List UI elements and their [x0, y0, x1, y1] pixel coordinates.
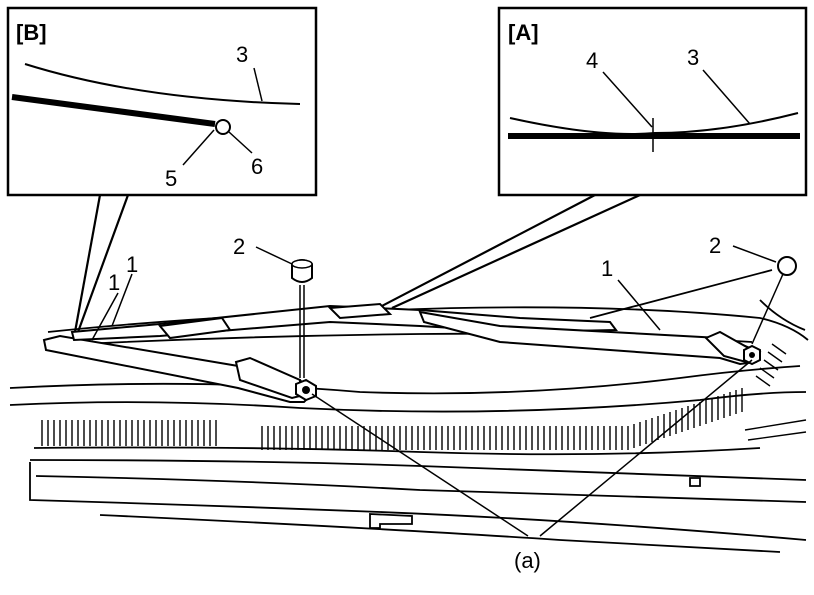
left-cap	[291, 259, 313, 378]
callout-a-nuts: (a)	[514, 548, 541, 573]
cowl-vents-right	[744, 343, 807, 441]
inset-b-blade-curve	[24, 63, 301, 105]
left-wiper-blade	[70, 302, 618, 342]
callout-1-right-arm: 1	[601, 256, 613, 281]
inset-a-callout-4: 4	[586, 48, 598, 73]
inset-b-tag: [B]	[16, 20, 47, 45]
cowl-panel	[9, 365, 807, 553]
inset-b-leader-5	[182, 129, 215, 166]
inset-b-pointer	[73, 194, 130, 333]
left-wiper-arm	[42, 334, 314, 403]
callout-2-right-cap: 2	[709, 233, 721, 258]
callout-1-left-blade: 1	[126, 252, 138, 277]
inset-b-callout-3: 3	[236, 42, 248, 67]
inset-b-point-circle	[215, 119, 231, 135]
inset-a: [A] 4 3	[497, 6, 808, 197]
inset-b-callout-6: 6	[251, 154, 263, 179]
inset-b: [B] 3 5 6	[6, 6, 318, 197]
inset-a-callout-3: 3	[687, 45, 699, 70]
inset-b-leader-3	[253, 67, 263, 102]
inset-b-leader-6	[228, 131, 253, 154]
inset-a-frame	[497, 6, 808, 197]
right-cap	[751, 256, 797, 345]
main-leaders	[91, 245, 777, 537]
callout-1-left-arm: 1	[108, 270, 120, 295]
inset-b-callout-5: 5	[165, 166, 177, 191]
inset-a-tag: [A]	[508, 20, 539, 45]
cowl-vents-left	[41, 420, 217, 446]
callout-2-left-cap: 2	[233, 234, 245, 259]
inset-a-pointer	[377, 193, 641, 310]
cowl-vents-center	[261, 388, 743, 450]
inset-a-leader-3	[702, 69, 751, 125]
inset-b-glass-line	[11, 94, 216, 127]
inset-a-leader-4	[602, 71, 653, 128]
right-nut	[743, 344, 761, 366]
